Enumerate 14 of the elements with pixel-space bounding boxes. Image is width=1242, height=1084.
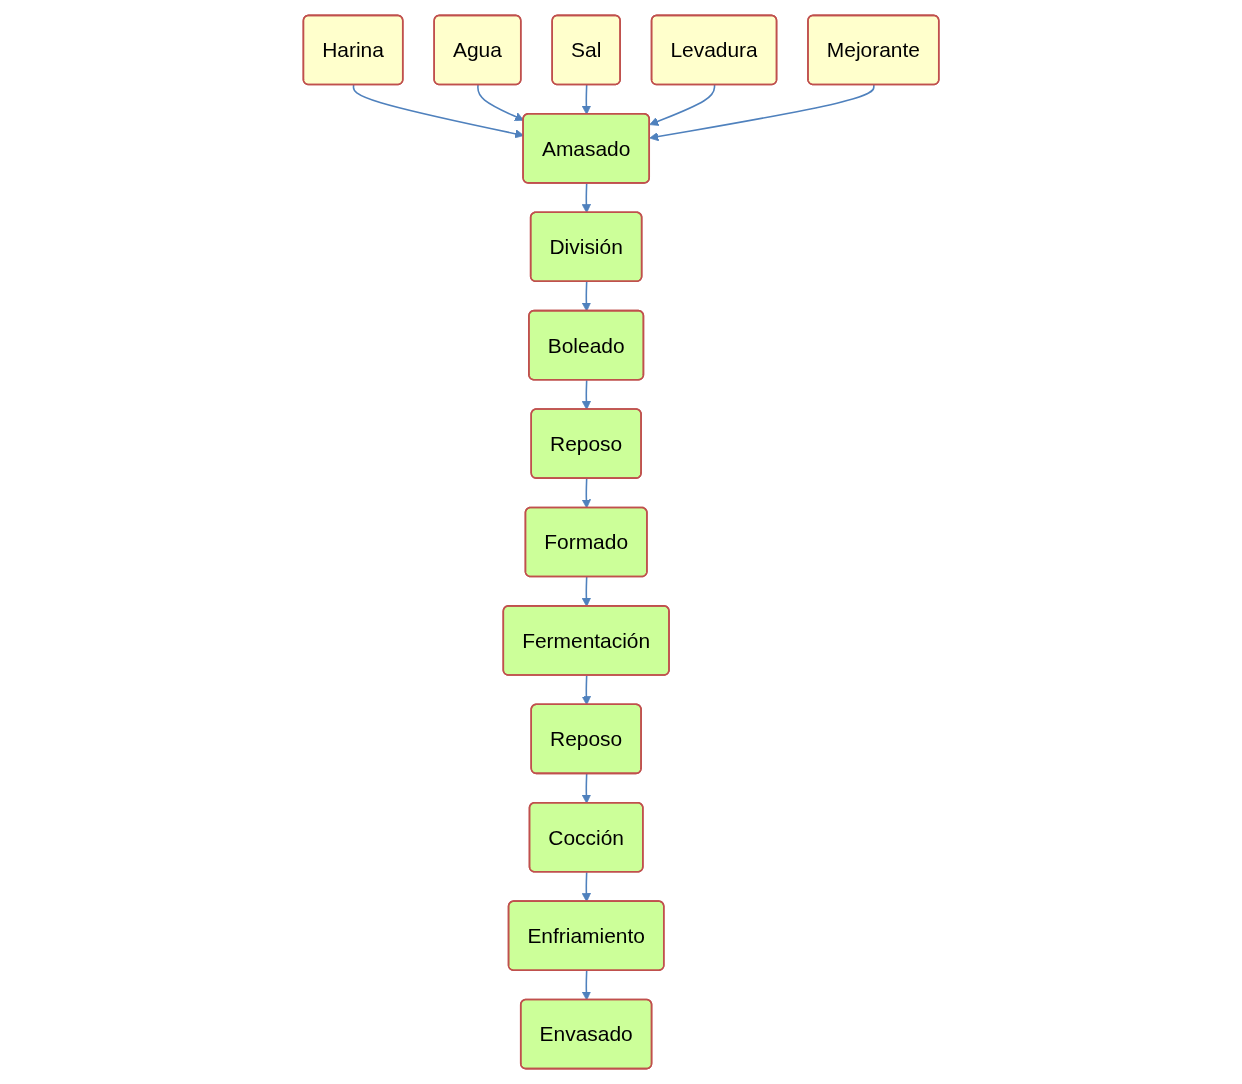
arrow	[581, 576, 591, 607]
arrow	[581, 281, 591, 312]
arrow	[352, 84, 524, 139]
arrow	[581, 871, 591, 903]
arrow	[581, 969, 591, 1001]
arrow	[477, 84, 524, 122]
arrow	[581, 84, 591, 115]
arrow	[581, 477, 591, 509]
arrow	[649, 84, 716, 126]
arrow	[649, 84, 875, 142]
arrow	[581, 674, 591, 706]
arrow	[581, 773, 591, 804]
arrow	[581, 182, 591, 214]
arrow	[581, 379, 591, 410]
